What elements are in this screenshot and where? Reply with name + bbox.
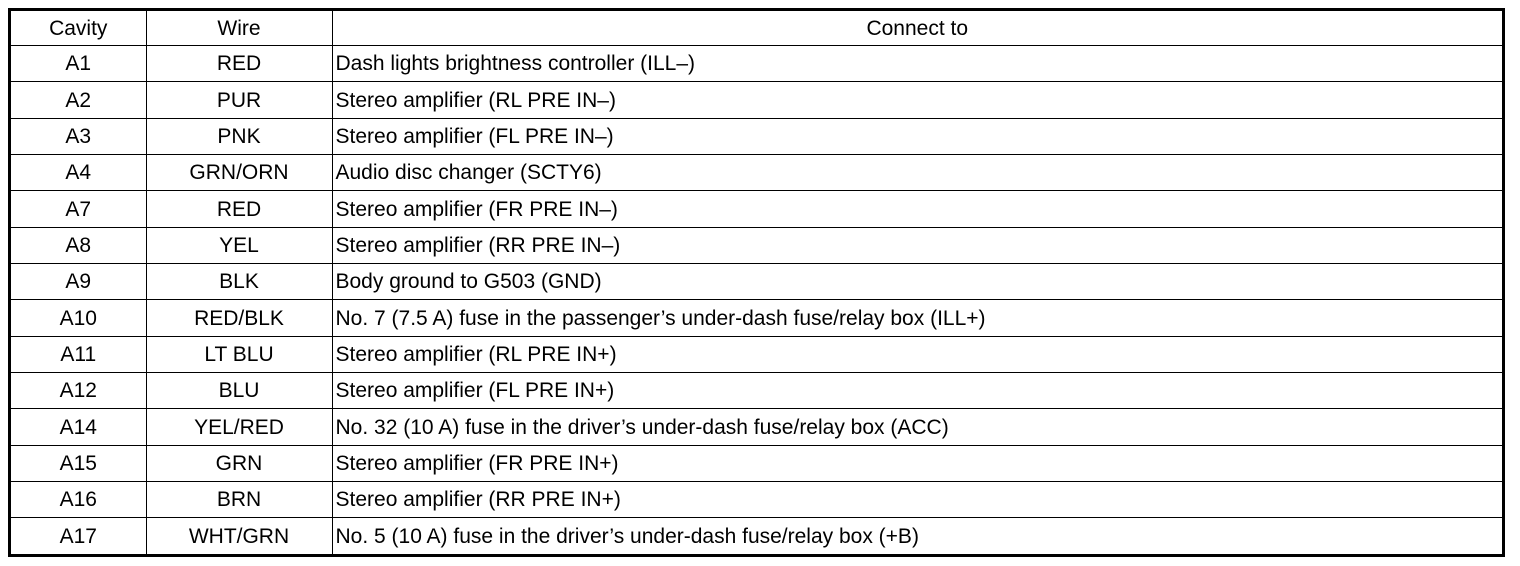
cavity-cell: A9 <box>11 263 147 301</box>
wire-cell: PUR <box>145 81 333 119</box>
cavity-cell: A14 <box>11 408 147 446</box>
cavity-cell: A7 <box>11 190 147 228</box>
cavity-cell: A11 <box>11 335 147 374</box>
wire-cell: RED <box>145 190 333 228</box>
connect-to-cell: Stereo amplifier (RL PRE IN+) <box>331 335 1502 374</box>
cavity-cell: A15 <box>11 444 147 483</box>
connect-to-cell: Stereo amplifier (RR PRE IN–) <box>331 226 1502 265</box>
connect-to-cell: Stereo amplifier (RL PRE IN–) <box>331 81 1502 119</box>
cavity-cell: A12 <box>11 372 147 410</box>
connect-to-cell: Stereo amplifier (FR PRE IN+) <box>331 444 1502 483</box>
header-row: Cavity Wire Connect to <box>11 11 1502 46</box>
header-connect-to: Connect to <box>331 11 1502 46</box>
wire-cell: PNK <box>145 117 333 156</box>
cavity-cell: A17 <box>11 517 147 554</box>
wire-cell: LT BLU <box>145 335 333 374</box>
cavity-cell: A10 <box>11 299 147 337</box>
cavity-cell: A8 <box>11 226 147 265</box>
header-wire: Wire <box>145 11 333 46</box>
cavity-cell: A16 <box>11 481 147 519</box>
connect-to-cell: No. 5 (10 A) fuse in the driver’s under-… <box>331 517 1502 554</box>
wire-cell: BLK <box>145 263 333 301</box>
connect-to-cell: Body ground to G503 (GND) <box>331 263 1502 301</box>
connect-to-cell: Stereo amplifier (FR PRE IN–) <box>331 190 1502 228</box>
connect-to-cell: Dash lights brightness controller (ILL–) <box>331 44 1502 83</box>
wire-cell: YEL/RED <box>145 408 333 446</box>
connect-to-cell: Stereo amplifier (FL PRE IN–) <box>331 117 1502 156</box>
cavity-cell: A4 <box>11 154 147 192</box>
wire-cell: GRN/ORN <box>145 154 333 192</box>
connect-to-cell: Stereo amplifier (RR PRE IN+) <box>331 481 1502 519</box>
table-header: Cavity Wire Connect to <box>11 11 1502 46</box>
wire-cell: GRN <box>145 444 333 483</box>
wire-cell: RED/BLK <box>145 299 333 337</box>
wire-cell: RED <box>145 44 333 83</box>
header-cavity: Cavity <box>11 11 147 46</box>
wire-cell: WHT/GRN <box>145 517 333 554</box>
cavity-cell: A2 <box>11 81 147 119</box>
wire-cell: BLU <box>145 372 333 410</box>
cavity-cell: A1 <box>11 44 147 83</box>
wire-cell: BRN <box>145 481 333 519</box>
cavity-cell: A3 <box>11 117 147 156</box>
wire-cell: YEL <box>145 226 333 265</box>
connect-to-cell: Stereo amplifier (FL PRE IN+) <box>331 372 1502 410</box>
connect-to-cell: Audio disc changer (SCTY6) <box>331 154 1502 192</box>
connect-to-cell: No. 32 (10 A) fuse in the driver’s under… <box>331 408 1502 446</box>
connect-to-cell: No. 7 (7.5 A) fuse in the passenger’s un… <box>331 299 1502 337</box>
